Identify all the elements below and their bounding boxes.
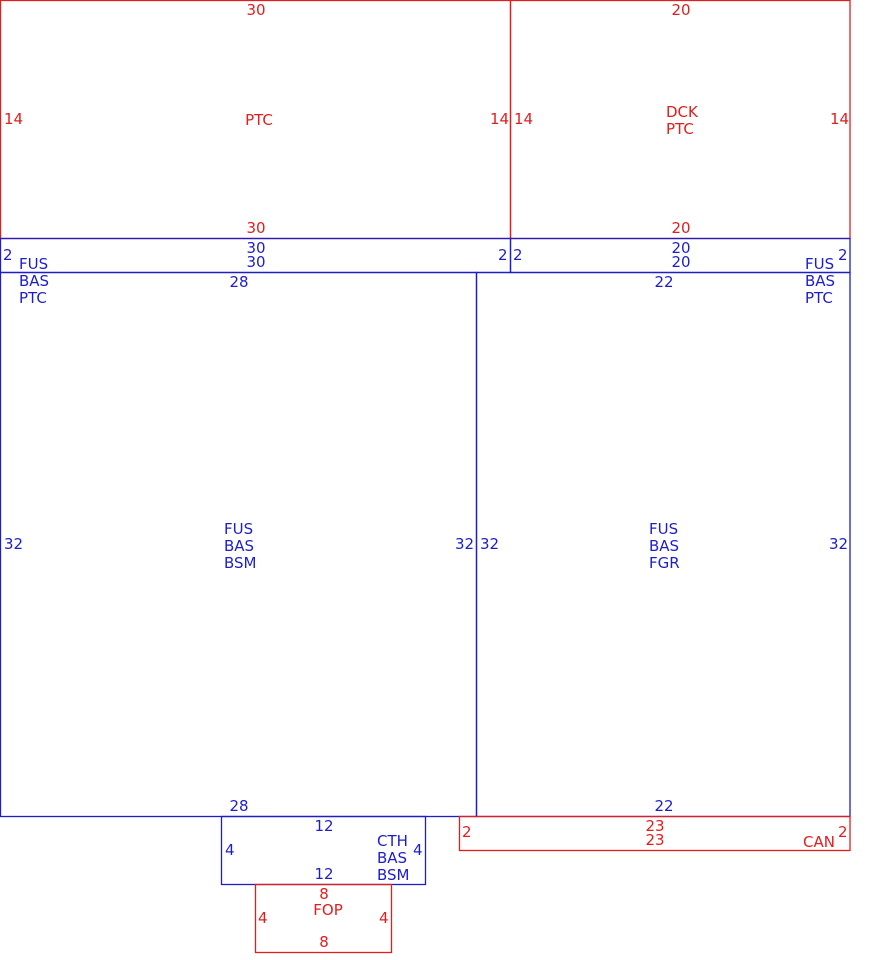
area-can-outline[interactable] (458, 815, 851, 852)
can-left-dim: 2 (462, 823, 472, 841)
porch-right-code-2: BAS (805, 272, 836, 290)
porch-left-code-1: FUS (19, 255, 49, 273)
dck-ptc-top-dim: 20 (671, 1, 691, 19)
ptc-left-left-dim: 14 (4, 110, 24, 128)
porch-left-bottom-dim: 30 (246, 253, 266, 271)
porch-left-codes: FUS BAS PTC (19, 256, 49, 307)
fop-code: FOP (313, 901, 343, 919)
fgr-codes: FUS BAS FGR (649, 521, 680, 572)
porch-right-bottom-dim: 20 (671, 253, 691, 271)
can-bottom-dim: 23 (645, 831, 665, 849)
porch-right-top-dim: 20 (671, 239, 691, 257)
fop-right-dim: 4 (379, 909, 389, 927)
porch-right-code-1: FUS (805, 255, 835, 273)
porch-right-codes: FUS BAS PTC (805, 256, 835, 307)
cth-code-1: CTH (377, 832, 408, 850)
fgr-code-3: FGR (649, 554, 680, 572)
bsm-code-3: BSM (224, 554, 257, 572)
dck-ptc-codes: DCK PTC (666, 104, 698, 138)
dck-ptc-code-2: PTC (666, 120, 694, 138)
porch-left-right-dim: 2 (498, 246, 508, 264)
cth-left-dim: 4 (225, 841, 235, 859)
dck-ptc-code-1: DCK (666, 103, 698, 121)
can-right-dim: 2 (838, 823, 848, 841)
fop-top-dim: 8 (319, 885, 329, 903)
area-fop-outline[interactable] (254, 883, 393, 954)
bsm-right-dim: 32 (455, 535, 475, 553)
porch-left-left-dim: 2 (3, 246, 13, 264)
cth-code-2: BAS (377, 849, 408, 867)
can-top-dim: 23 (645, 817, 665, 835)
dck-ptc-right-dim: 14 (830, 110, 850, 128)
fop-bottom-dim: 8 (319, 933, 329, 951)
porch-left-code-2: BAS (19, 272, 50, 290)
cth-code-3: BSM (377, 866, 410, 884)
fgr-right-dim: 32 (829, 535, 849, 553)
bsm-top-dim: 28 (229, 273, 249, 291)
dck-ptc-bottom-dim: 20 (671, 219, 691, 237)
fgr-left-dim: 32 (480, 535, 500, 553)
ptc-left-top-dim: 30 (246, 1, 266, 19)
bsm-code-1: FUS (224, 520, 254, 538)
cth-codes: CTH BAS BSM (377, 833, 410, 884)
bsm-code-2: BAS (224, 537, 255, 555)
ptc-left-bottom-dim: 30 (246, 219, 266, 237)
bsm-bottom-dim: 28 (229, 797, 249, 815)
porch-right-code-3: PTC (805, 289, 833, 307)
ptc-left-code: PTC (245, 111, 273, 129)
dck-ptc-left-dim: 14 (514, 110, 534, 128)
fgr-code-1: FUS (649, 520, 679, 538)
bsm-codes: FUS BAS BSM (224, 521, 257, 572)
fop-left-dim: 4 (258, 909, 268, 927)
ptc-left-right-dim: 14 (490, 110, 510, 128)
cth-right-dim: 4 (413, 841, 423, 859)
porch-right-right-dim: 2 (838, 246, 848, 264)
porch-left-code-3: PTC (19, 289, 47, 307)
fgr-code-2: BAS (649, 537, 680, 555)
can-code: CAN (803, 833, 835, 851)
fgr-top-dim: 22 (654, 273, 674, 291)
porch-right-left-dim: 2 (513, 246, 523, 264)
cth-bottom-dim: 12 (314, 865, 334, 883)
cth-top-dim: 12 (314, 817, 334, 835)
fgr-bottom-dim: 22 (654, 797, 674, 815)
porch-left-top-dim: 30 (246, 239, 266, 257)
bsm-left-dim: 32 (4, 535, 24, 553)
